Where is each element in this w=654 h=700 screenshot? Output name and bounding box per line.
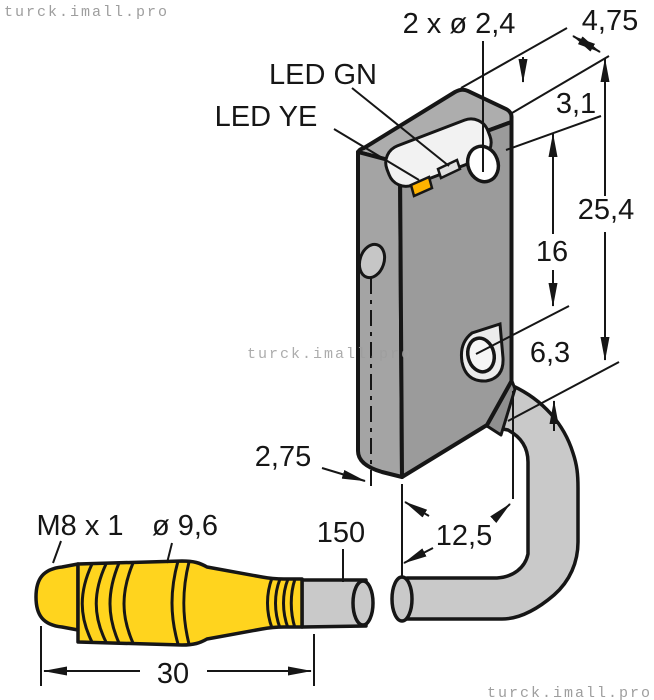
label-edge-offset: 2,75 bbox=[255, 441, 311, 473]
leader-connector-diameter bbox=[166, 542, 173, 564]
ext-line-cable-exit bbox=[507, 361, 620, 422]
label-hole-spacing: 16 bbox=[536, 236, 568, 268]
watermark-top-left: turck.imall.pro bbox=[4, 4, 169, 21]
label-lower-hole-offset: 6,3 bbox=[530, 337, 570, 369]
label-connector-length: 30 bbox=[157, 658, 189, 690]
ext-line-sensing-hole bbox=[475, 305, 570, 355]
led-green-window bbox=[436, 158, 462, 180]
dimension-labels: 2 x ø 2,4 4,75 LED GN LED YE 3,1 25,4 16… bbox=[36, 5, 638, 690]
label-led-yellow: LED YE bbox=[215, 101, 318, 133]
dimension-lines bbox=[40, 27, 620, 686]
leader-led-yellow bbox=[333, 128, 420, 181]
leader-led-green bbox=[351, 87, 450, 167]
mounting-hole-group bbox=[357, 242, 387, 492]
watermark-bottom-right: turck.imall.pro bbox=[487, 685, 652, 700]
led-recess-group bbox=[384, 117, 501, 198]
watermarks: turck.imall.pro turck.imall.pro turck.im… bbox=[4, 4, 652, 700]
connector-cap bbox=[34, 562, 80, 632]
sensing-hole bbox=[465, 336, 497, 374]
cable-bend bbox=[405, 384, 580, 621]
label-connector-diameter: ø 9,6 bbox=[152, 510, 218, 542]
watermark-center: turck.imall.pro bbox=[247, 346, 412, 363]
cable bbox=[300, 384, 580, 629]
body-side-face bbox=[356, 150, 404, 479]
label-led-offset: 3,1 bbox=[556, 88, 596, 120]
sensing-hole-group bbox=[460, 321, 505, 383]
label-top-depth: 4,75 bbox=[582, 5, 638, 37]
cable-cut-end-right bbox=[390, 575, 414, 623]
ext-line-top-back bbox=[460, 27, 568, 89]
mounting-hole bbox=[357, 242, 387, 280]
dim-4-75-arrow bbox=[572, 35, 601, 53]
connector-body bbox=[76, 559, 304, 647]
label-total-height: 25,4 bbox=[578, 194, 634, 226]
cable-cut-end-left bbox=[351, 579, 375, 627]
body-front-face bbox=[398, 120, 514, 479]
connector-grip-rings bbox=[80, 560, 191, 645]
dim-12-5-line-left bbox=[403, 547, 434, 564]
leader-thread bbox=[52, 540, 62, 564]
connector-group bbox=[34, 559, 304, 647]
leader-2-75 bbox=[321, 467, 366, 482]
label-bottom-width: 12,5 bbox=[436, 520, 492, 552]
dim-2-75-counter-arrow bbox=[404, 501, 430, 518]
connector-relief-rings bbox=[266, 577, 297, 629]
label-top-holes: 2 x ø 2,4 bbox=[403, 8, 516, 40]
label-led-green: LED GN bbox=[269, 59, 377, 91]
label-cable-length: 150 bbox=[317, 517, 365, 549]
led-yellow-indicator bbox=[409, 175, 434, 198]
dim-12-5-line-right bbox=[490, 503, 511, 524]
label-thread: M8 x 1 bbox=[36, 510, 123, 542]
ext-line-top-front bbox=[511, 55, 610, 114]
